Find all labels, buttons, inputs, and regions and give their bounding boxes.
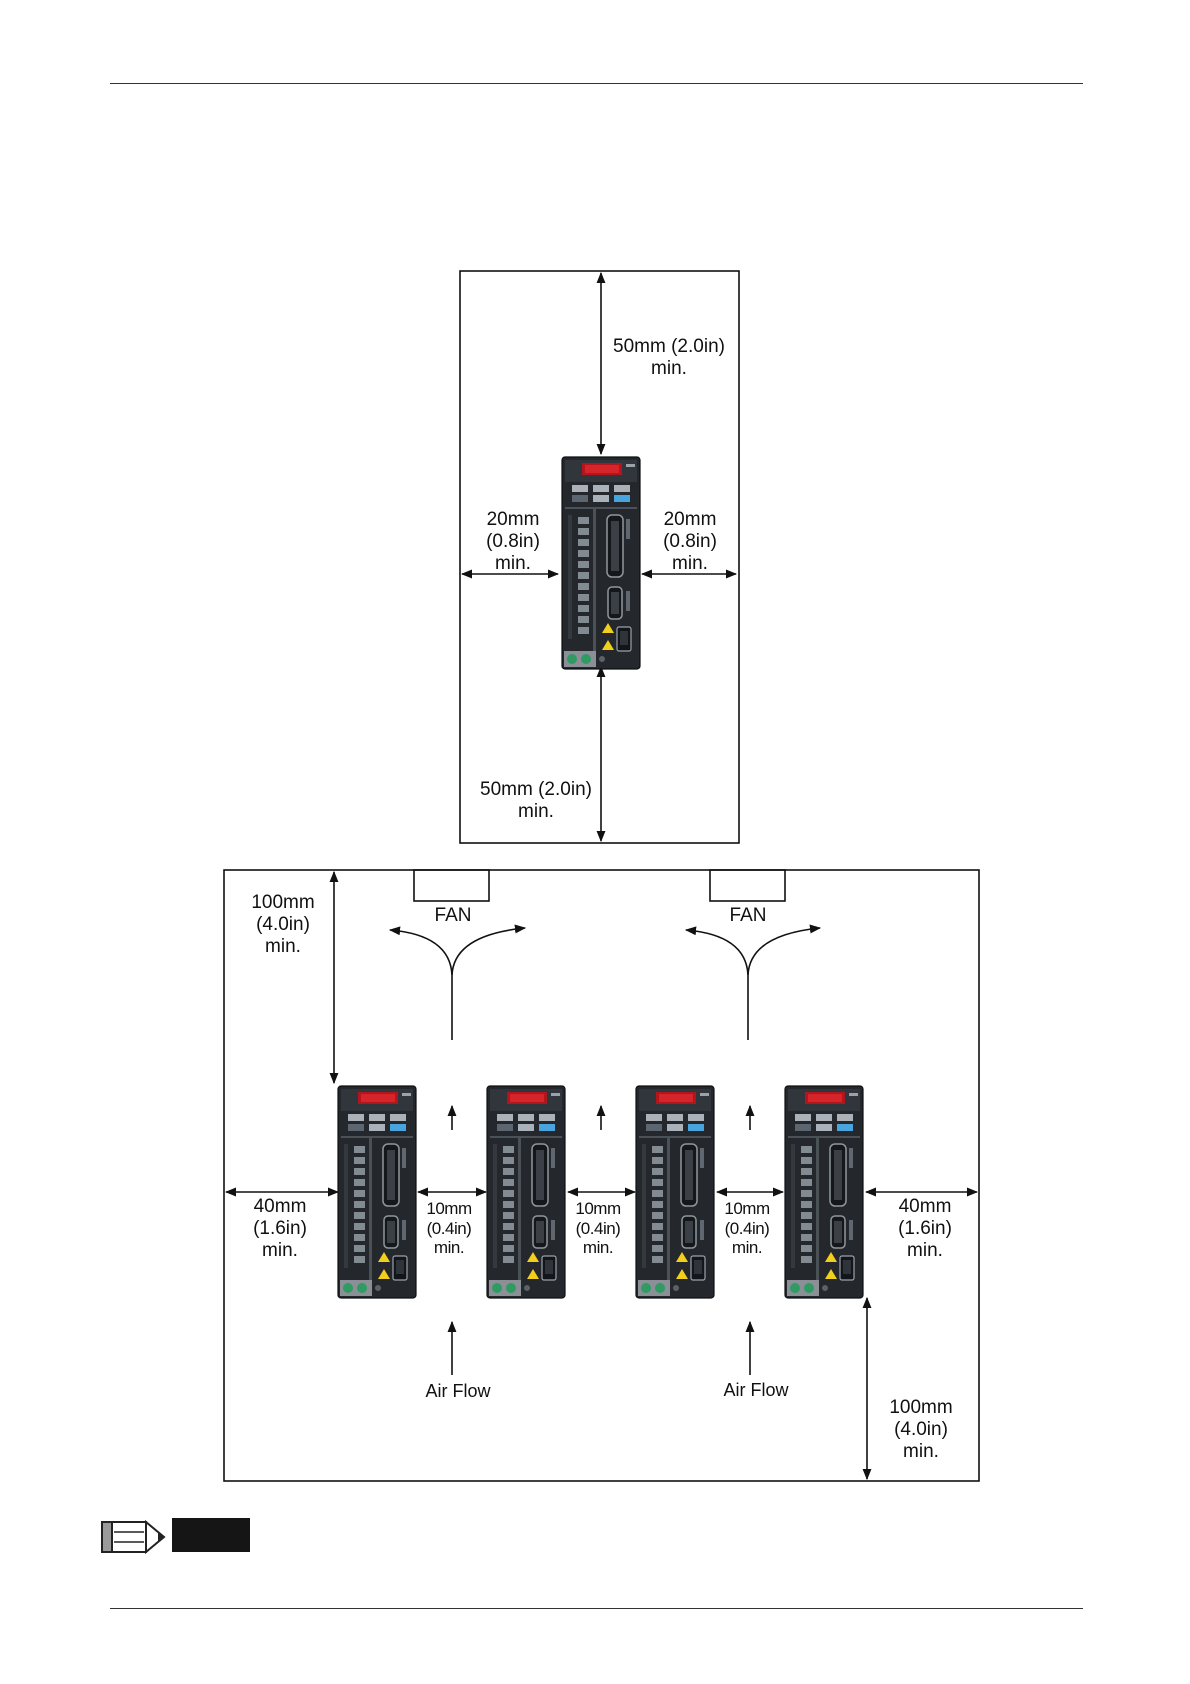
servo-drive-3 bbox=[636, 1086, 714, 1298]
fan-label-1: FAN bbox=[435, 905, 472, 927]
gap-clearance-label-3: 10mm(0.4in)min. bbox=[724, 1199, 769, 1258]
multi-top-clearance-label: 100mm(4.0in)min. bbox=[251, 892, 314, 958]
note-label-box bbox=[172, 1518, 250, 1552]
fan-airflow-2-right bbox=[748, 928, 820, 975]
fan-label-2: FAN bbox=[730, 905, 767, 927]
top-clearance-label: 50mm (2.0in)min. bbox=[613, 336, 725, 380]
air-flow-label-1: Air Flow bbox=[425, 1381, 490, 1402]
fan-airflow-1-left bbox=[390, 930, 452, 1040]
pencil-note-icon bbox=[100, 1518, 170, 1556]
right-clearance-label: 20mm(0.8in)min. bbox=[663, 509, 717, 575]
fan-box-2 bbox=[710, 870, 785, 901]
servo-drive bbox=[562, 457, 640, 669]
servo-drive-1 bbox=[338, 1086, 416, 1298]
multi-bottom-clearance-label: 100mm(4.0in)min. bbox=[889, 1397, 952, 1463]
bottom-clearance-label: 50mm (2.0in)min. bbox=[480, 779, 592, 823]
gap-clearance-label-2: 10mm(0.4in)min. bbox=[575, 1199, 620, 1258]
air-flow-label-2: Air Flow bbox=[723, 1380, 788, 1401]
gap-clearance-label-1: 10mm(0.4in)min. bbox=[426, 1199, 471, 1258]
multi-drive-diagram bbox=[224, 870, 979, 1481]
fan-airflow-1-right bbox=[452, 928, 525, 975]
fan-box-1 bbox=[414, 870, 489, 901]
servo-drive-2 bbox=[487, 1086, 565, 1298]
left-clearance-label: 20mm(0.8in)min. bbox=[486, 509, 540, 575]
fan-airflow-2-left bbox=[686, 930, 748, 1040]
multi-right-clearance-label: 40mm(1.6in)min. bbox=[898, 1196, 952, 1262]
multi-left-clearance-label: 40mm(1.6in)min. bbox=[253, 1196, 307, 1262]
servo-drive-4 bbox=[785, 1086, 863, 1298]
